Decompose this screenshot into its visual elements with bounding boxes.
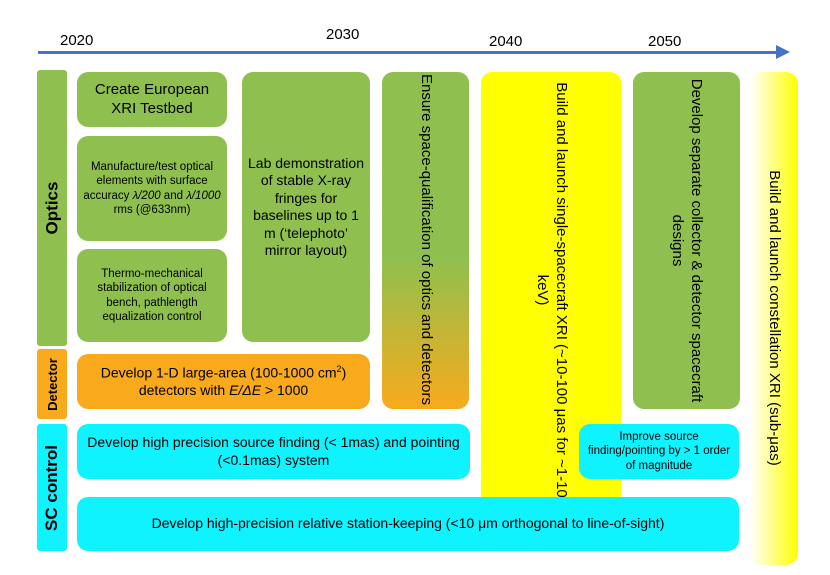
formula-lambda-200: λ/200 xyxy=(132,189,161,202)
category-sc-control: SC control xyxy=(37,424,67,551)
category-optics: Optics xyxy=(37,70,67,346)
task-manufacture-optics-text: Manufacture/test optical elements with s… xyxy=(83,160,221,216)
task-detector-development-text: Develop 1-D large-area (100-1000 cm2) de… xyxy=(100,363,347,398)
year-label-2030: 2030 xyxy=(326,26,360,43)
task-separate-spacecraft: Develop separate collector & detector sp… xyxy=(633,72,740,409)
task-lab-demonstration-text: Lab demonstration of stable X-ray fringe… xyxy=(248,154,364,259)
task-source-finding-text: Develop high precision source finding (<… xyxy=(87,434,460,468)
task-space-qualification-text: Ensure space-qualification of optics and… xyxy=(417,73,435,406)
task-create-testbed: Create European XRI Testbed xyxy=(77,72,227,127)
task-improve-source-finding-text: Improve source finding/pointing by > 1 o… xyxy=(587,430,731,472)
category-optics-label: Optics xyxy=(42,181,61,235)
formula-energy-resolution: E/ΔE xyxy=(229,381,262,398)
task-station-keeping-text: Develop high-precision relative station-… xyxy=(151,515,665,532)
task-create-testbed-text: Create European XRI Testbed xyxy=(94,80,210,117)
task-thermo-mechanical: Thermo-mechanical stabilization of optic… xyxy=(77,249,227,342)
category-detector-label: Detector xyxy=(44,357,60,411)
task-station-keeping: Develop high-precision relative station-… xyxy=(77,497,739,551)
category-detector: Detector xyxy=(37,349,67,419)
year-label-2020: 2020 xyxy=(60,32,94,49)
task-single-spacecraft-xri-text: Build and launch single-spacecraft XRI (… xyxy=(534,82,570,498)
task-manufacture-optics: Manufacture/test optical elements with s… xyxy=(77,136,227,241)
task-constellation-xri-text: Build and launch constellation XRI (sub-… xyxy=(766,170,784,466)
year-label-2050: 2050 xyxy=(648,33,682,50)
year-label-2040: 2040 xyxy=(489,33,523,50)
task-source-finding: Develop high precision source finding (<… xyxy=(77,424,470,479)
task-lab-demonstration: Lab demonstration of stable X-ray fringe… xyxy=(242,72,370,342)
formula-lambda-1000: λ/1000 xyxy=(186,189,221,202)
task-improve-source-finding: Improve source finding/pointing by > 1 o… xyxy=(579,424,739,479)
task-separate-spacecraft-text: Develop separate collector & detector sp… xyxy=(669,78,706,403)
task-thermo-mechanical-text: Thermo-mechanical stabilization of optic… xyxy=(97,267,207,323)
task-constellation-xri: Build and launch constellation XRI (sub-… xyxy=(750,72,798,565)
timeline-axis xyxy=(38,51,778,54)
category-sc-control-label: SC control xyxy=(42,444,62,531)
task-detector-development: Develop 1-D large-area (100-1000 cm2) de… xyxy=(77,354,370,409)
timeline-arrow-head xyxy=(776,45,790,59)
task-space-qualification: Ensure space-qualification of optics and… xyxy=(382,72,469,409)
